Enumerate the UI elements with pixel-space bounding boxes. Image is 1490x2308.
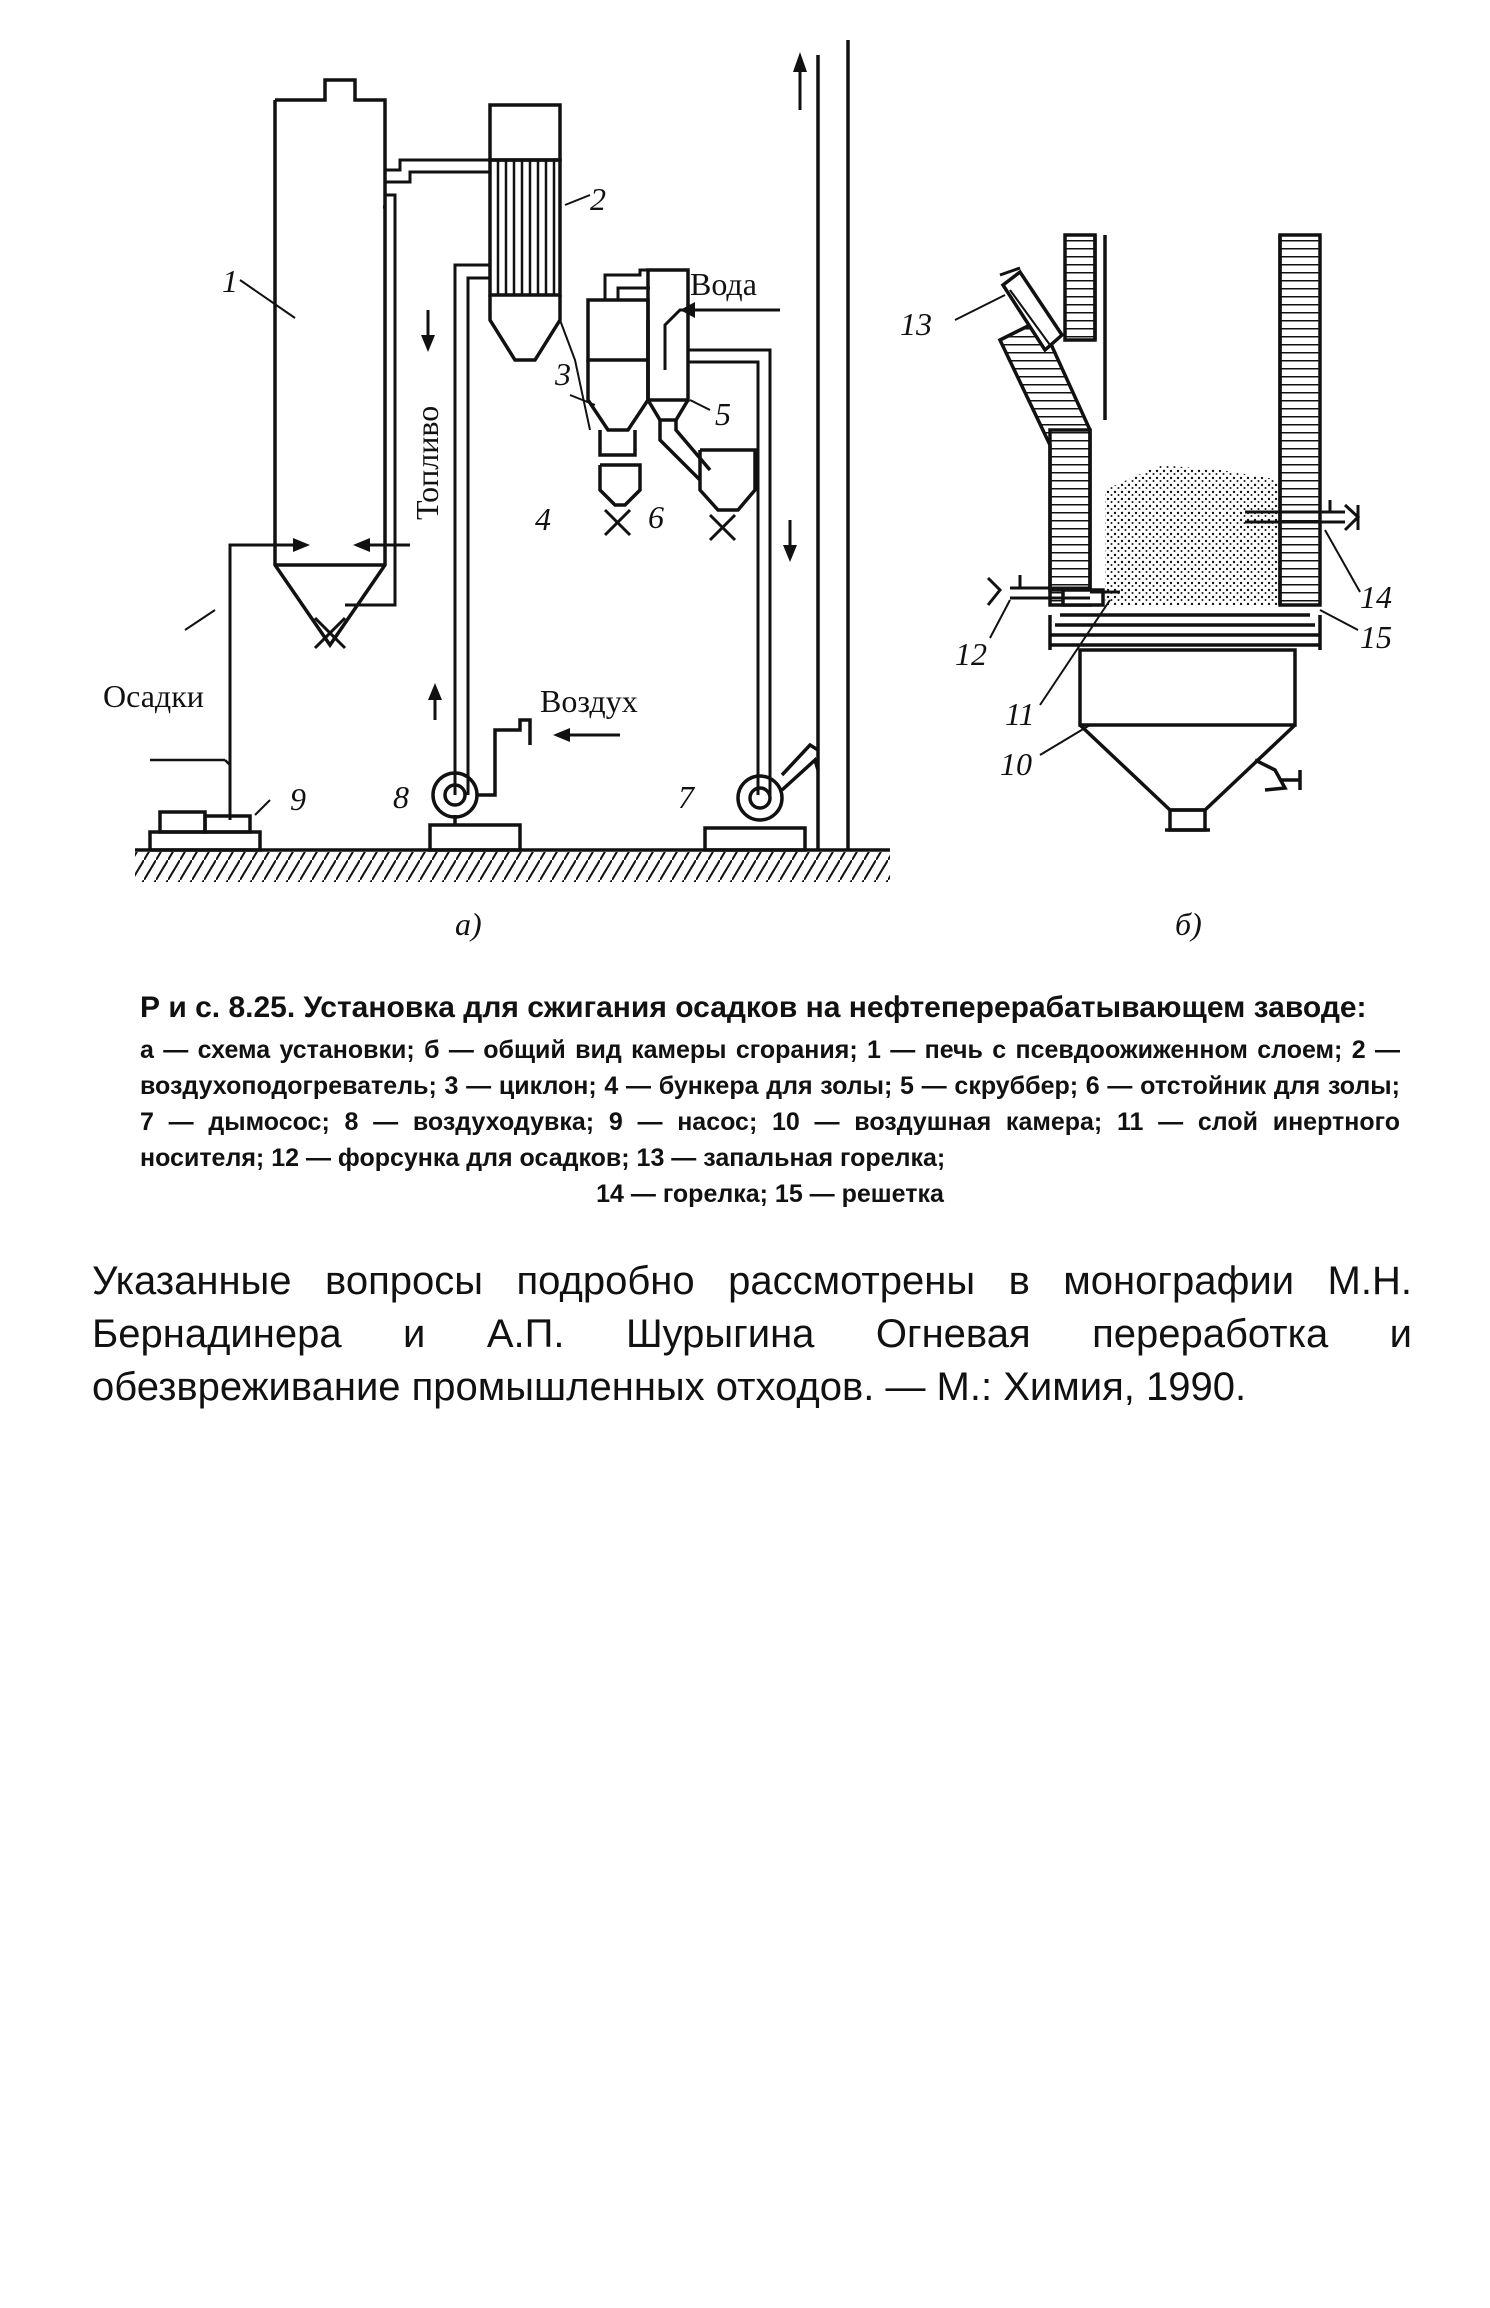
figure-8-25: 1 2 3 4 5 6 7 8 9 Топливо Вода Воздух Ос… [103,40,1392,942]
pipe-scrubber-fan [688,348,772,795]
label-5: 5 [715,396,731,432]
label-1: 1 [222,263,238,299]
grate-15 [1048,613,1322,650]
scheme-b-labels: 13 12 11 10 14 15 б) [900,294,1392,942]
pump-9 [148,758,271,852]
label-13: 13 [900,306,932,342]
pipe-air-return [345,193,397,607]
label-14: 14 [1360,579,1392,615]
pipe-furnace-preheater [385,158,490,172]
label-7: 7 [678,779,696,815]
pipe-air-blower [453,263,490,795]
chimney [793,40,850,850]
label-12: 12 [955,636,987,672]
label-9: 9 [290,781,306,817]
caption-keys-end: 14 — горелка; 15 — решетка [596,1180,944,1208]
scheme-a-labels: 1 2 3 4 5 6 7 8 9 Топливо Вода Воздух Ос… [103,181,757,942]
water-arrow [680,302,695,318]
air-preheater-2 [488,103,591,362]
sublabel-b: б) [1175,906,1202,942]
pipe-furnace-preheater-2 [385,170,490,184]
figure-caption: Р и с. 8.25. Установка для сжигания осад… [140,990,1400,1212]
pipe-scrubber-fan-2 [688,360,760,795]
duct-cyclone-scrubber-2 [616,286,650,300]
label-8: 8 [393,779,409,815]
label-2: 2 [590,181,606,217]
reference-paragraph: Указанные вопросы подробно рассмотрены в… [92,1259,1412,1409]
label-sludge: Осадки [103,678,204,714]
sludge-nozzle-12 [986,575,1120,606]
ground-hatch [135,852,890,882]
duct-cyclone-scrubber [603,268,665,300]
label-water: Вода [690,266,757,302]
pipe-air-blower-2 [466,276,490,795]
label-11: 11 [1005,696,1035,732]
ash-bunker-4 [598,463,642,537]
cyclone-3 [559,298,650,457]
blower-8 [428,718,532,852]
air-chamber-10 [1078,648,1302,832]
label-6: 6 [648,499,664,535]
sublabel-a: а) [455,906,482,942]
label-4: 4 [535,501,551,537]
water-pipe [663,308,780,370]
caption-keys: а — схема установки; б — общий вид камер… [140,1036,1400,1172]
combustion-chamber-right-wall [1278,233,1322,607]
label-10: 10 [1000,746,1032,782]
caption-title: Р и с. 8.25. Установка для сжигания осад… [140,991,1367,1024]
ignition-burner-13 [999,266,1065,353]
burner-14 [1245,500,1361,532]
scheme-a [135,40,890,882]
label-air: Воздух [540,683,638,719]
settler-6 [698,448,757,542]
label-3: 3 [554,356,571,392]
label-fuel: Топливо [409,406,445,520]
inert-layer-11 [1105,465,1280,605]
label-15: 15 [1360,619,1392,655]
furnace-1 [184,78,387,650]
exhaust-fan-7 [703,742,820,852]
scheme-b [986,233,1361,832]
